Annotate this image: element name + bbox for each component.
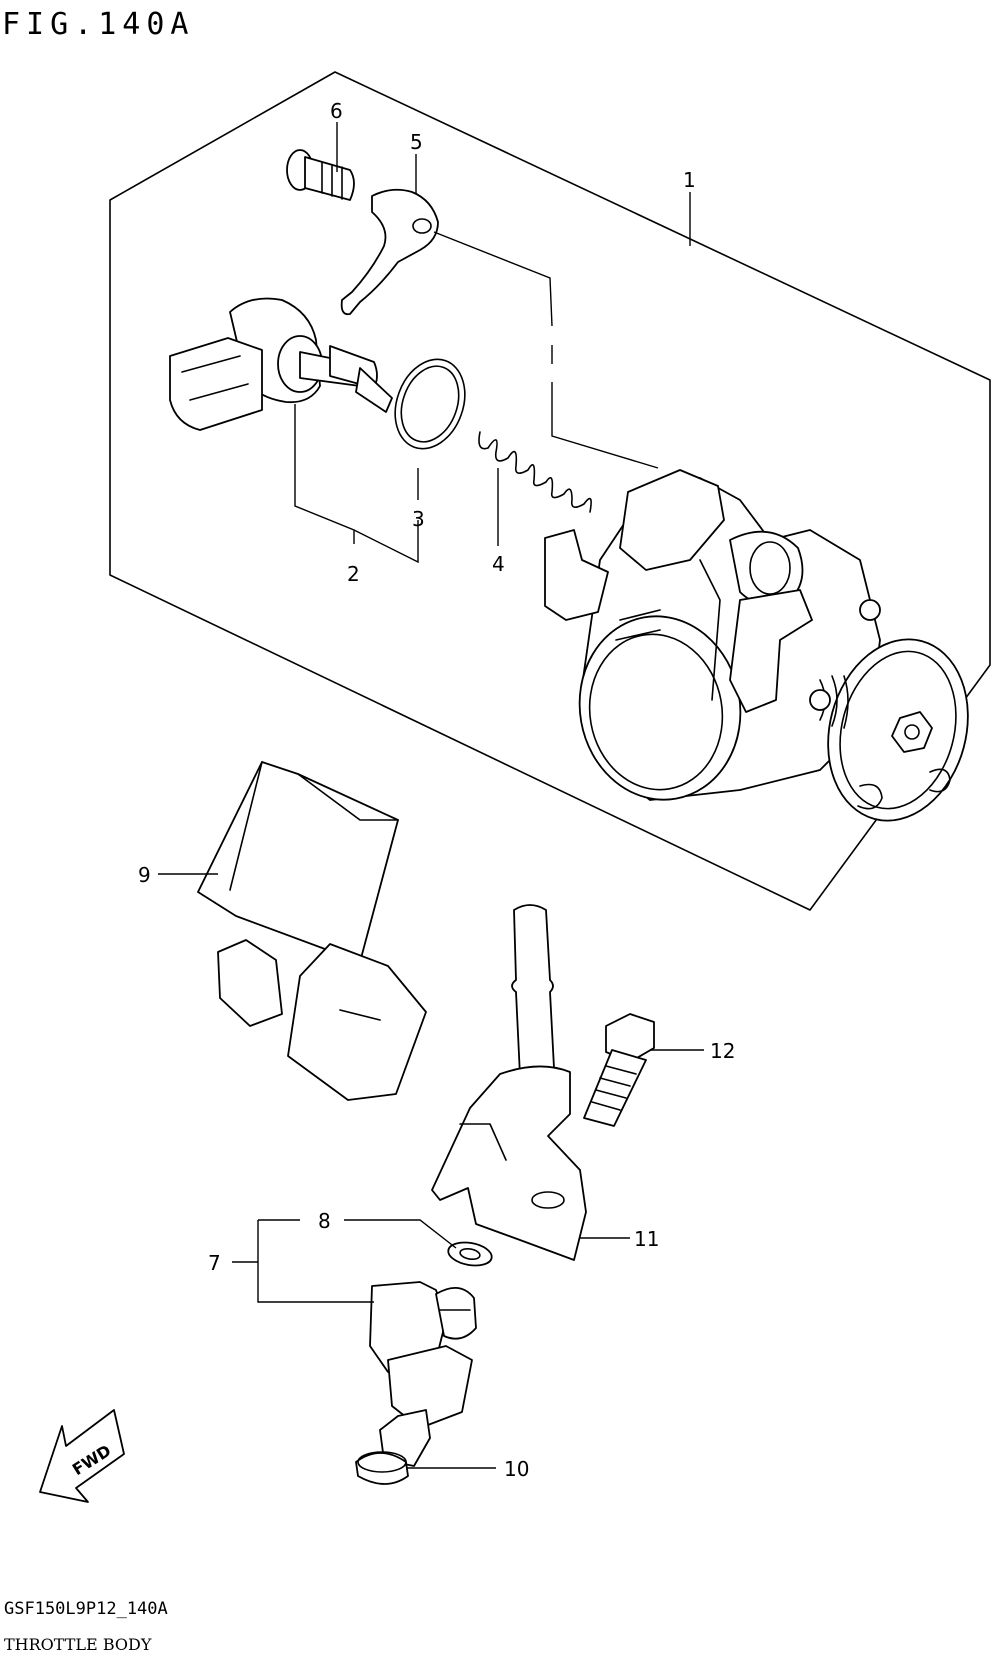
figure-label: FIG.140A xyxy=(2,7,195,42)
callout-5: 5 xyxy=(410,130,423,154)
connector-line xyxy=(433,231,659,469)
part-9-cover xyxy=(197,761,427,1101)
diagram-code: GSF150L9P12_140A xyxy=(4,1599,168,1619)
callout-11: 11 xyxy=(634,1227,659,1251)
callout-10: 10 xyxy=(504,1457,529,1481)
callout-9: 9 xyxy=(138,863,151,887)
fwd-arrow: FWD xyxy=(39,1409,125,1503)
callout-7: 7 xyxy=(208,1251,221,1275)
leader-lines xyxy=(158,122,704,1469)
callout-3: 3 xyxy=(412,507,425,531)
part-11-joint xyxy=(431,904,587,1261)
callout-4: 4 xyxy=(492,552,505,576)
part-3-o-ring xyxy=(394,358,466,450)
part-7-injector xyxy=(369,1281,477,1467)
part-2-sensor xyxy=(169,297,393,431)
assembly-boundary xyxy=(109,71,991,911)
diagram-title: THROTTLE BODY xyxy=(4,1635,152,1654)
part-12-bolt xyxy=(583,1013,655,1127)
part-10-seal xyxy=(355,1451,409,1485)
callout-numbers: 1 2 3 4 5 6 7 8 9 10 11 12 xyxy=(138,99,735,1481)
part-8-washer xyxy=(447,1241,493,1267)
part-1-throttle-body xyxy=(544,469,969,822)
callout-1: 1 xyxy=(683,168,696,192)
callout-6: 6 xyxy=(330,99,343,123)
part-5-lever xyxy=(340,188,439,316)
part-6-screw xyxy=(286,149,355,201)
callout-8: 8 xyxy=(318,1209,331,1233)
part-4-spring xyxy=(478,431,592,513)
callout-12: 12 xyxy=(710,1039,735,1063)
callout-2: 2 xyxy=(347,562,360,586)
